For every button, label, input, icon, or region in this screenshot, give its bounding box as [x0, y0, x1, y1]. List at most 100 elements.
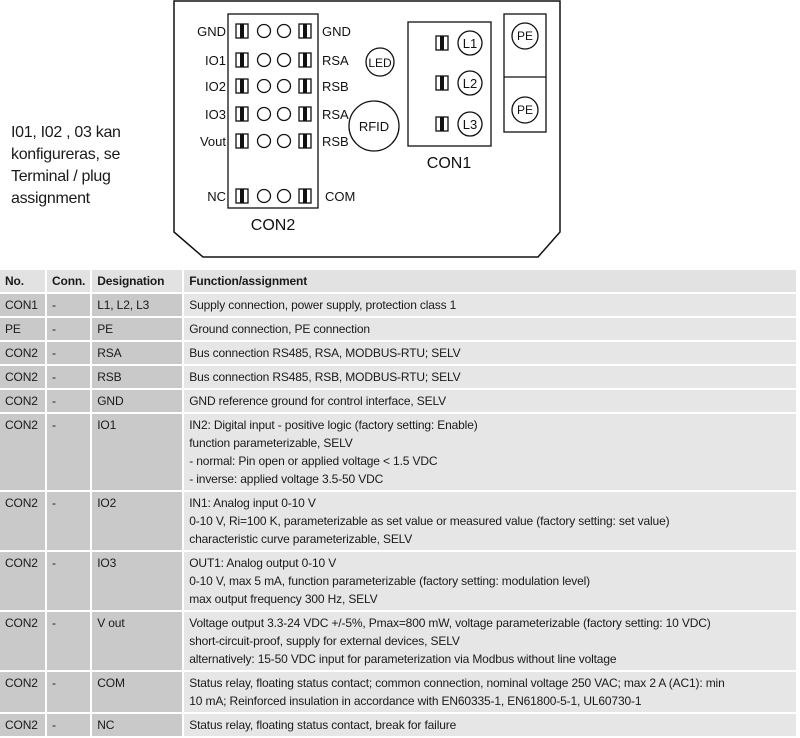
function-line: Ground connection, PE connection: [189, 322, 370, 336]
cell-designation: NC: [92, 714, 183, 736]
cell-conn: -: [47, 414, 91, 490]
cell-no: CON1: [0, 294, 45, 316]
terminal-circle-icon: [276, 23, 292, 39]
cell-function: Bus connection RS485, RSB, MODBUS-RTU; S…: [184, 366, 796, 388]
function-line: function parameterizable, SELV: [189, 436, 353, 450]
con1-pin-label: L2: [463, 76, 477, 91]
pe-connector: PE PE: [503, 13, 547, 133]
terminal-square-icon: [235, 23, 249, 39]
cell-function: GND reference ground for control interfa…: [184, 390, 796, 412]
function-line: 0-10 V, max 5 mA, function parameterizab…: [189, 574, 590, 588]
con2-pin-row: IO3 RSA: [205, 106, 349, 122]
terminal-square-icon: [298, 133, 312, 149]
cell-function: Bus connection RS485, RSA, MODBUS-RTU; S…: [184, 342, 796, 364]
function-line: - normal: Pin open or applied voltage < …: [189, 454, 438, 468]
con1-label: CON1: [427, 155, 472, 172]
led-indicator: LED: [365, 47, 395, 77]
cell-no: CON2: [0, 366, 45, 388]
cell-no: CON2: [0, 390, 45, 412]
terminal-circle-icon: [276, 133, 292, 149]
cell-no: CON2: [0, 612, 45, 670]
table-row: CON2-NC Status relay, floating status con…: [0, 714, 796, 736]
con1-pin-row: L1: [435, 30, 483, 56]
con1-pin-label: L3: [463, 117, 477, 132]
table-header-row: No. Conn. Designation Function/assignmen…: [0, 270, 796, 292]
function-line: Voltage output 3.3-24 VDC +/-5%, Pmax=80…: [189, 616, 711, 630]
function-line: IN2: Digital input - positive logic (fac…: [189, 418, 478, 432]
cell-designation: IO2: [92, 492, 183, 550]
cell-conn: -: [47, 612, 91, 670]
cell-designation: PE: [92, 318, 183, 340]
con2-left-label: IO2: [205, 79, 226, 94]
con1-pin-row: L2: [435, 70, 483, 96]
svg-text:RFID: RFID: [359, 119, 389, 134]
cell-conn: -: [47, 714, 91, 736]
cell-function: Status relay, floating status contact, b…: [184, 714, 796, 736]
function-line: Bus connection RS485, RSA, MODBUS-RTU; S…: [189, 346, 461, 360]
function-line: GND reference ground for control interfa…: [189, 394, 446, 408]
function-line: Supply connection, power supply, protect…: [189, 298, 457, 312]
terminal-circle-icon: [276, 52, 292, 68]
function-line: alternatively: 15-50 VDC input for param…: [189, 652, 617, 666]
pe-pin-label: PE: [517, 29, 533, 43]
cell-designation: COM: [92, 672, 183, 712]
terminal-square-icon: [235, 133, 249, 149]
cell-no: CON2: [0, 552, 45, 610]
board-outline: [173, 0, 561, 258]
terminal-square-icon: [435, 35, 449, 51]
terminal-square-icon: [298, 52, 312, 68]
cell-conn: -: [47, 366, 91, 388]
function-line: 10 mA; Reinforced insulation in accordan…: [189, 694, 642, 708]
cell-conn: -: [47, 390, 91, 412]
terminal-square-icon: [435, 116, 449, 132]
terminal-circle-icon: [256, 23, 272, 39]
terminal-circle-icon: [276, 78, 292, 94]
con2-right-label: COM: [325, 189, 355, 204]
con2-left-label: GND: [197, 24, 226, 39]
cell-conn: -: [47, 672, 91, 712]
cell-no: CON2: [0, 714, 45, 736]
table-row: CON2-V out Voltage output 3.3-24 VDC +/-5…: [0, 612, 796, 670]
header-conn: Conn.: [47, 270, 91, 292]
function-line: Status relay, floating status contact, b…: [189, 718, 457, 732]
terminal-square-icon: [235, 106, 249, 122]
terminal-circle-icon: [256, 133, 272, 149]
header-designation: Designation: [92, 270, 183, 292]
terminal-circle-icon: [256, 188, 272, 204]
function-line: IN1: Analog input 0-10 V: [189, 496, 316, 510]
con2-right-label: RSA: [322, 53, 349, 68]
con2-right-label: GND: [322, 24, 351, 39]
con2-left-label: IO3: [205, 107, 226, 122]
con2-pin-row: GND GND: [197, 23, 351, 39]
cell-designation: V out: [92, 612, 183, 670]
con1-pin-row: L3: [435, 111, 483, 137]
cell-designation: IO3: [92, 552, 183, 610]
function-line: - inverse: applied voltage 3.5-50 VDC: [189, 472, 384, 486]
cell-designation: IO1: [92, 414, 183, 490]
function-line: short-circuit-proof, supply for external…: [189, 634, 460, 648]
cell-conn: -: [47, 552, 91, 610]
function-line: 0-10 V, Ri=100 K, parameterizable as set…: [189, 514, 670, 528]
function-line: max output frequency 300 Hz, SELV: [189, 592, 378, 606]
terminal-square-icon: [298, 78, 312, 94]
terminal-circle-icon: [276, 188, 292, 204]
cell-function: Voltage output 3.3-24 VDC +/-5%, Pmax=80…: [184, 612, 796, 670]
header-no: No.: [0, 270, 45, 292]
function-line: characteristic curve parameterizable, SE…: [189, 532, 413, 546]
con2-label: CON2: [251, 217, 296, 234]
con2-right-label: RSA: [322, 107, 349, 122]
note-line: assignment: [11, 190, 90, 207]
cell-function: Supply connection, power supply, protect…: [184, 294, 796, 316]
con2-left-label: Vout: [200, 134, 226, 149]
